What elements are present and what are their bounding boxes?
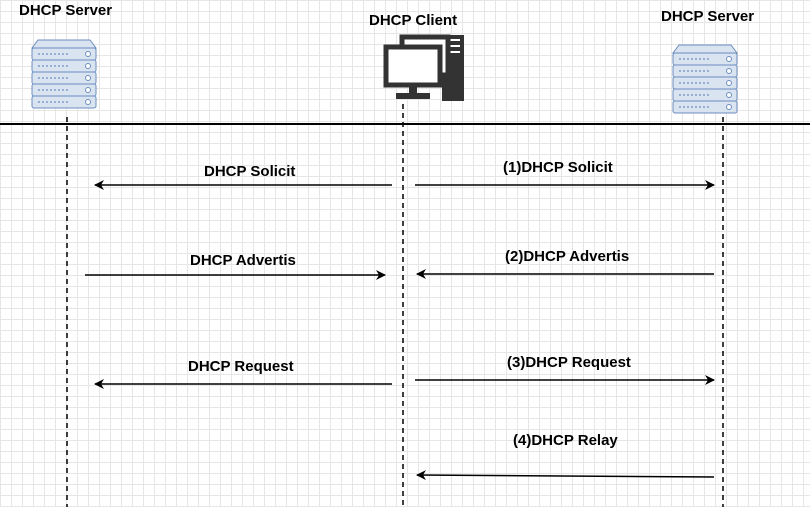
server-icon bbox=[672, 44, 738, 114]
message-label: (2)DHCP Advertis bbox=[505, 248, 630, 265]
message-label: (1)DHCP Solicit bbox=[503, 159, 613, 176]
right-server-title: DHCP Server bbox=[661, 8, 755, 25]
left-server-title: DHCP Server bbox=[19, 2, 113, 19]
arrow-relay-left bbox=[416, 470, 715, 481]
message-label: DHCP Advertis bbox=[190, 252, 296, 269]
server-icon bbox=[31, 39, 97, 109]
message-label: (4)DHCP Relay bbox=[513, 432, 618, 449]
message-label: DHCP Request bbox=[188, 358, 294, 375]
message-label: DHCP Solicit bbox=[204, 163, 296, 180]
computer-icon bbox=[383, 34, 464, 101]
message-label: (3)DHCP Request bbox=[507, 354, 631, 371]
client-title: DHCP Client bbox=[369, 12, 458, 29]
